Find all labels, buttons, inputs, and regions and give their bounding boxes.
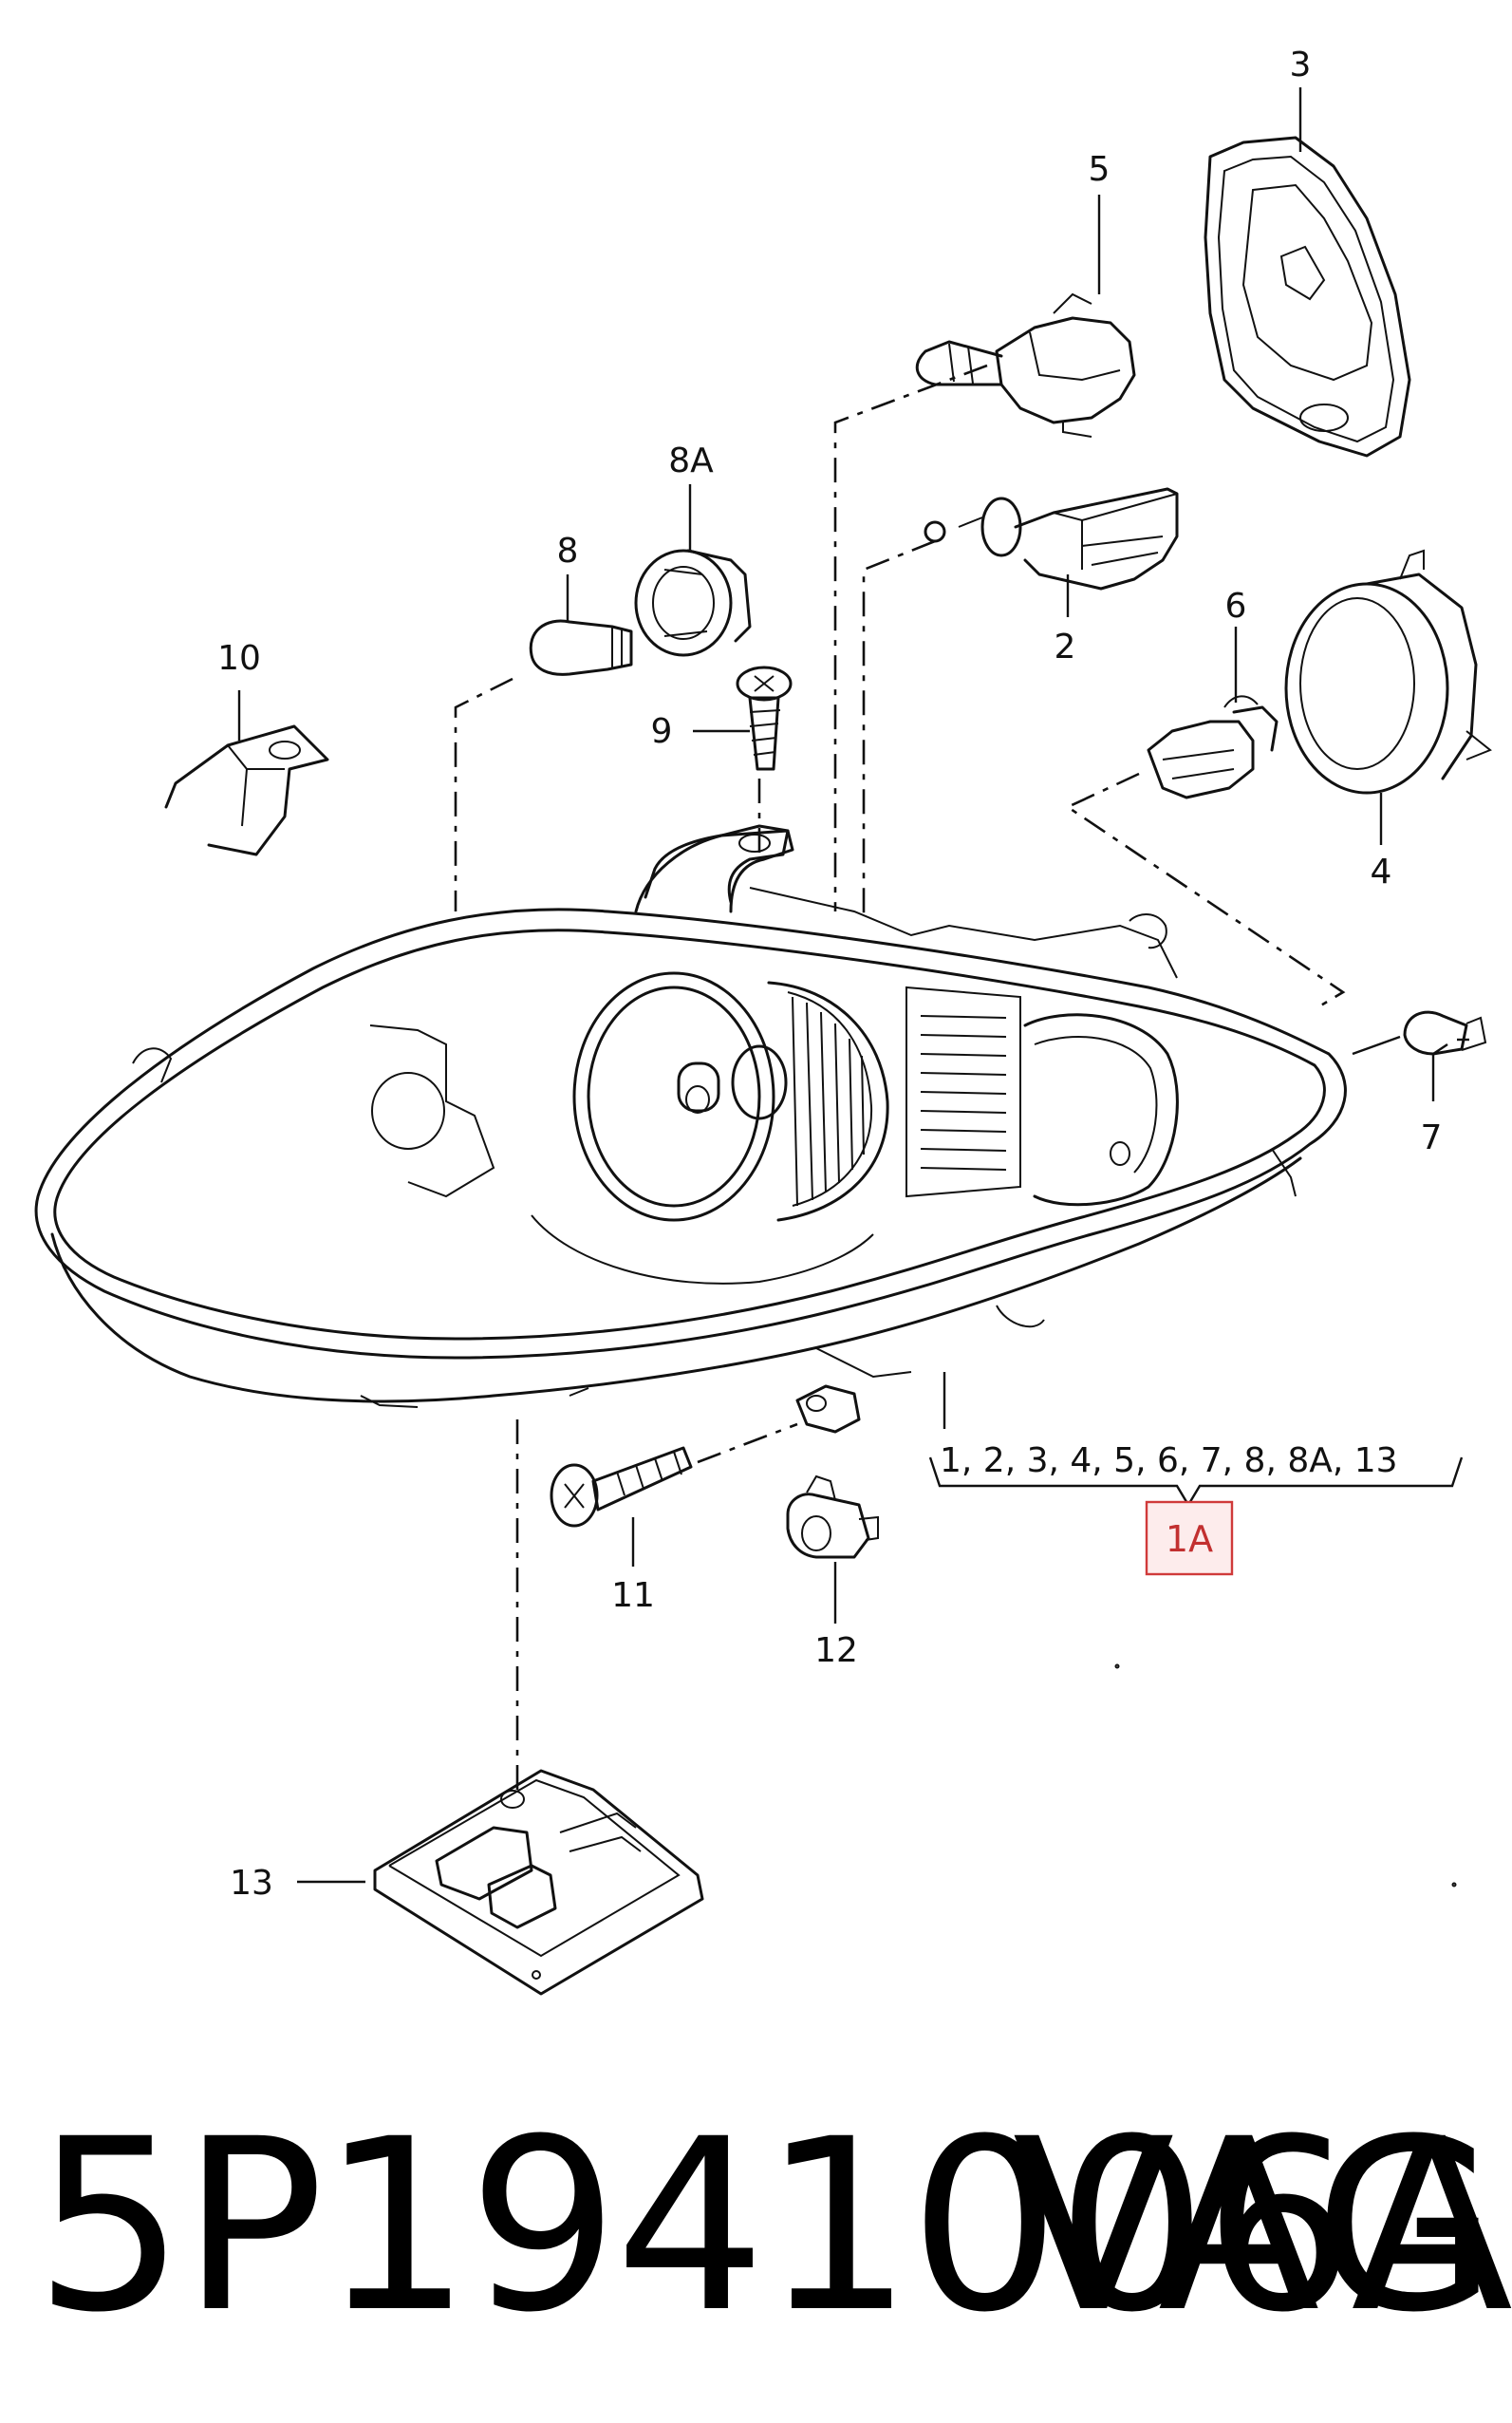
part-number: 5P1941006A xyxy=(34,2088,1512,2364)
callout-13: 13 xyxy=(230,1864,273,1903)
louver-panel xyxy=(905,986,1021,1198)
part-8-turn-signal-bulb xyxy=(529,619,633,676)
assembly-highlight-box xyxy=(1145,1500,1234,1576)
callout-12: 12 xyxy=(814,1631,858,1670)
part-4-retaining-ring xyxy=(1284,549,1492,795)
callout-6: 6 xyxy=(1225,587,1247,626)
callout-4: 4 xyxy=(1371,853,1392,892)
footer-caption: 5P1941006A VAG xyxy=(34,2084,1512,2369)
part-9-screw xyxy=(736,666,793,771)
part-2-leveling-motor xyxy=(924,487,1179,591)
callout-2: 2 xyxy=(1055,628,1076,667)
part-5-halogen-bulb xyxy=(915,292,1136,438)
part-7-small-bulb xyxy=(1403,1010,1487,1056)
callout-10: 10 xyxy=(217,639,261,678)
housing-top-bracket xyxy=(644,824,794,913)
brand-name: VAG xyxy=(1012,2088,1498,2364)
leader-lines xyxy=(237,87,1469,1884)
projector-ring-teeth xyxy=(792,996,865,1207)
callout-9: 9 xyxy=(651,712,673,751)
callout-5: 5 xyxy=(1089,150,1111,189)
callout-8a: 8A xyxy=(668,441,714,480)
part-13-control-unit xyxy=(373,1769,704,1996)
part-12-clip xyxy=(786,1474,879,1559)
callout-8: 8 xyxy=(557,532,579,571)
callout-3: 3 xyxy=(1290,46,1312,85)
assembly-dashed-lines xyxy=(454,364,1346,1794)
part-10-bracket xyxy=(164,724,329,856)
callout-7: 7 xyxy=(1421,1118,1443,1157)
assembly-label: 1A xyxy=(1166,1518,1213,1560)
group-parts-list: 1, 2, 3, 4, 5, 6, 7, 8, 8A, 13 xyxy=(940,1441,1398,1480)
part-11-screw xyxy=(550,1446,693,1528)
part-6-bulb-socket xyxy=(1147,695,1279,799)
part-3-rear-cover xyxy=(1204,136,1411,458)
callout-11: 11 xyxy=(611,1576,655,1615)
part-8a-bulb-socket xyxy=(634,549,752,657)
headlight-housing xyxy=(34,829,1347,1408)
housing-bottom-mount xyxy=(795,1384,861,1434)
